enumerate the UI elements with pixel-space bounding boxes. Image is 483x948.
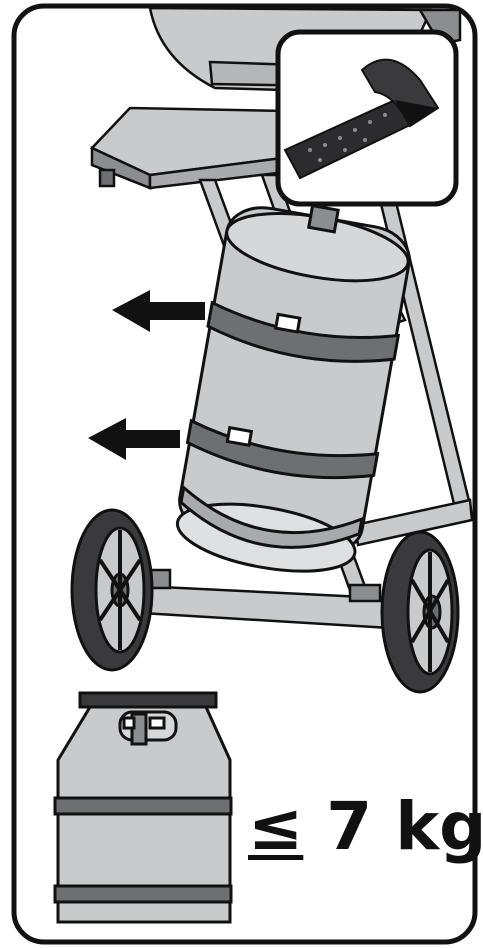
strap-lower: [185, 418, 380, 480]
arrow-left-icon: [112, 290, 205, 332]
weight-limit-label: ≤ 7 kg: [248, 782, 483, 872]
wheel-left: [70, 508, 154, 672]
mounted-gas-cylinder: [175, 203, 411, 573]
gas-cylinder-icon: [53, 691, 233, 924]
strap-lower: [53, 884, 233, 904]
strap-upper: [53, 796, 233, 816]
strap-upper: [206, 300, 401, 363]
arrow-left-icon: [88, 418, 180, 460]
less-than-or-equal-symbol: ≤: [248, 788, 304, 865]
hook-and-loop-strap-icon: [275, 29, 459, 207]
weight-value: 7 kg: [326, 788, 483, 865]
wheel-right: [380, 530, 460, 694]
